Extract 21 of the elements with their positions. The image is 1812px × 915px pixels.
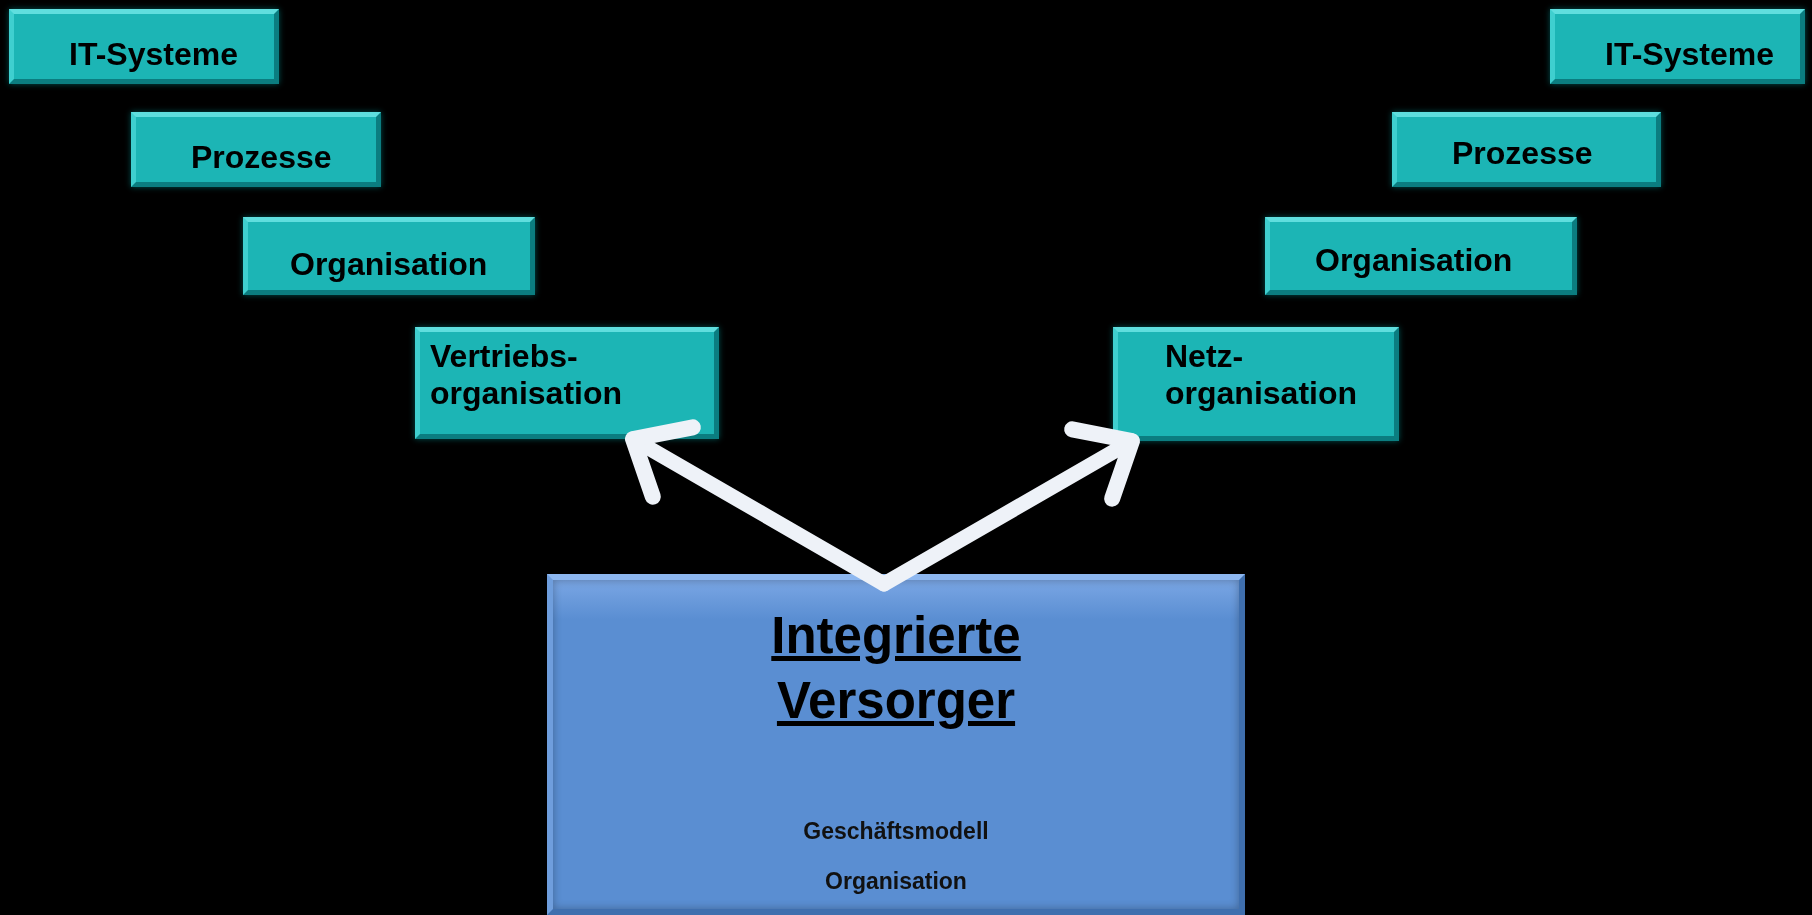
body-text: Geschäftsmodell [803, 816, 989, 846]
box-label: Prozesse [1452, 135, 1594, 172]
level-box [415, 327, 719, 439]
level-box [243, 217, 535, 295]
level-box [1550, 9, 1805, 84]
body-text: Organisation [825, 867, 967, 897]
box-label: IT-Systeme [1605, 36, 1775, 73]
level-box [1392, 112, 1661, 187]
heading: Integrierte Versorger [770, 606, 1022, 731]
level-box [1265, 217, 1577, 295]
arrow [876, 421, 1140, 592]
level-box [131, 112, 381, 187]
box-label: IT-Systeme [69, 36, 239, 73]
box-label: Organisation [1315, 242, 1514, 279]
box-label: Netz- organisation [1165, 338, 1358, 412]
box-label: Vertriebs- organisation [430, 338, 623, 412]
level-box [9, 9, 279, 84]
level-box [1113, 327, 1399, 441]
box-label: Organisation [290, 246, 489, 283]
box-label: Prozesse [191, 139, 333, 176]
main-box [547, 574, 1245, 915]
